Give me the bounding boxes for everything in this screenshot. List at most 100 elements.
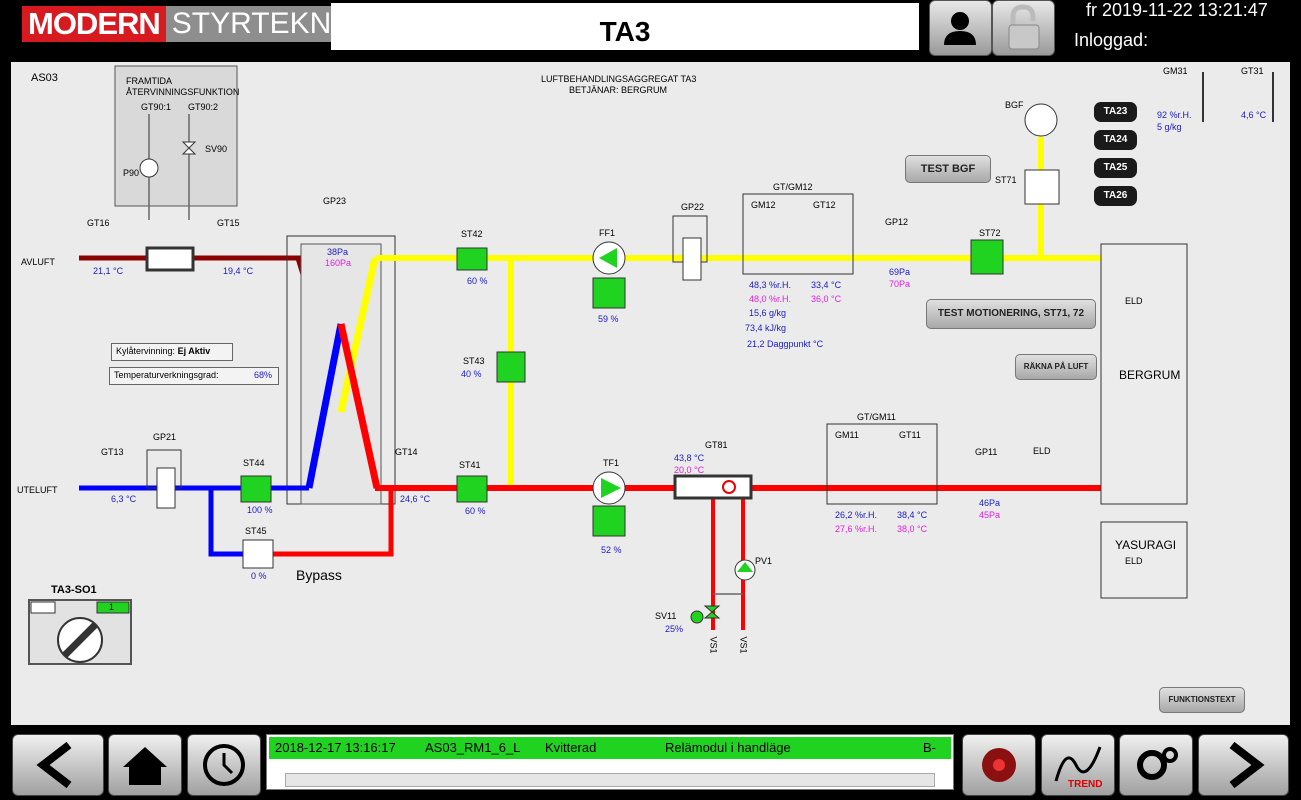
label-gt31: GT31	[1241, 66, 1264, 76]
value-gp11-2: 45Pa	[979, 510, 1001, 520]
cooling-recovery-label: Kylåtervinning:	[116, 346, 176, 356]
damper-st42	[456, 247, 488, 271]
label-st42: ST42	[461, 229, 483, 239]
damper-st41	[456, 475, 488, 503]
value-ff1: 59 %	[598, 314, 619, 324]
back-button[interactable]	[12, 734, 104, 796]
test-motion-button[interactable]: TEST MOTIONERING, ST71, 72	[926, 299, 1096, 329]
duct-schematic	[28, 65, 1274, 665]
value-gt31: 4,6 °C	[1241, 110, 1267, 120]
label-gt12: GT12	[813, 200, 836, 210]
gtgm12-frame	[742, 193, 854, 275]
return-crossing	[337, 257, 379, 413]
label-bgf: BGF	[1005, 100, 1024, 110]
outdoor-crossing	[305, 323, 345, 489]
forward-button[interactable]	[1198, 734, 1289, 796]
value-gm31-2: 5 g/kg	[1157, 122, 1182, 132]
label-gt90-1: GT90:1	[141, 102, 172, 112]
label-uteluft: UTELUFT	[17, 485, 58, 495]
value-st44: 100 %	[247, 505, 273, 515]
label-gt15: GT15	[217, 218, 240, 228]
alarm-status: Kvitterad	[545, 740, 597, 755]
gtgm11-frame	[826, 423, 938, 505]
ta24-button[interactable]: TA24	[1094, 130, 1137, 150]
alarm-panel: 2018-12-17 13:16:17 AS03_RM1_6_L Kvitter…	[266, 734, 954, 790]
company-logo: MODERN STYRTEKNIK	[22, 6, 366, 42]
label-vs1-1: VS1	[708, 636, 719, 654]
label-st41: ST41	[459, 460, 481, 470]
value-gp23-2: 160Pa	[325, 258, 352, 268]
value-gt12-1: 33,4 °C	[811, 280, 842, 290]
label-sv90: SV90	[205, 144, 228, 154]
bypass-red	[273, 488, 394, 557]
page-title: TA3	[331, 3, 919, 50]
label-bypass: Bypass	[296, 567, 342, 583]
label-gt13: GT13	[101, 447, 124, 457]
damper-st45	[242, 539, 274, 569]
unit-title: LUFTBEHANDLINGSAGGREGAT TA3	[541, 74, 697, 84]
selector-switch-so1[interactable]	[29, 600, 131, 664]
label-so1: TA3-SO1	[51, 584, 97, 596]
label-gtgm11: GT/GM11	[857, 412, 896, 422]
test-bgf-button[interactable]: TEST BGF	[905, 155, 991, 183]
alarm-code: AS03_RM1_6_L	[425, 740, 521, 755]
damper-st43	[496, 351, 526, 383]
valve-sv90	[181, 141, 197, 155]
label-st71: ST71	[995, 175, 1017, 185]
cooling-recovery-value: Ej Aktiv	[177, 346, 211, 356]
function-text-button[interactable]: FUNKTIONSTEXT	[1159, 687, 1245, 713]
label-yasuragi: YASURAGI	[1115, 538, 1177, 552]
label-vs1-2: VS1	[738, 636, 749, 654]
value-gt12-2: 36,0 °C	[811, 294, 842, 304]
chevron-left-icon	[36, 741, 72, 789]
section-id: AS03	[31, 72, 58, 84]
settings-button[interactable]	[1119, 734, 1193, 796]
trend-button[interactable]: TREND	[1041, 734, 1115, 796]
filter-gp22	[682, 237, 702, 281]
serves-label: BETJÄNAR: BERGRUM	[569, 85, 668, 95]
alarm-button[interactable]	[962, 734, 1036, 796]
calc-air-button[interactable]: RÄKNA PÅ LUFT	[1015, 354, 1097, 380]
label-gp12: GP12	[885, 217, 909, 227]
value-gt16: 21,1 °C	[93, 266, 124, 276]
label-sv11: SV11	[655, 611, 677, 621]
label-gp23: GP23	[323, 196, 347, 206]
label-eld-duct: ELD	[1033, 446, 1051, 456]
future-title-1: FRAMTIDA	[126, 76, 172, 86]
trend-icon	[1054, 746, 1102, 782]
label-gm11: GM11	[835, 430, 859, 440]
chevron-right-icon	[1229, 741, 1265, 789]
value-gm11-rh1: 26,2 %r.H.	[835, 510, 878, 520]
supply-crossing	[337, 323, 381, 489]
alarm-row[interactable]: 2018-12-17 13:16:17 AS03_RM1_6_L Kvitter…	[269, 737, 951, 759]
value-gp12-1: 69Pa	[889, 267, 911, 277]
yasuragi-room	[1100, 521, 1188, 599]
login-status: Inloggad:	[1074, 30, 1149, 50]
user-button[interactable]	[929, 0, 992, 56]
lock-button[interactable]	[992, 0, 1055, 56]
pump-p90	[139, 158, 159, 178]
valve-sv11	[703, 605, 721, 619]
future-function-box	[114, 65, 238, 207]
alarm-priority: B-	[923, 740, 936, 755]
alarm-text: Relämodul i handläge	[665, 740, 791, 755]
gear-icon	[1137, 747, 1178, 780]
bergrum-room	[1100, 243, 1188, 505]
ta23-button[interactable]: TA23	[1094, 102, 1137, 122]
damper-st71	[1024, 169, 1060, 205]
schedule-button[interactable]	[187, 734, 261, 796]
logo-modern: MODERN	[22, 6, 166, 42]
value-st42: 60 %	[467, 276, 488, 286]
label-eld-bergrum: ELD	[1125, 296, 1143, 306]
label-gt16: GT16	[87, 218, 110, 228]
ta26-button[interactable]: TA26	[1094, 186, 1137, 206]
value-st45: 0 %	[251, 571, 267, 581]
damper-st44	[240, 475, 272, 503]
user-icon	[944, 12, 976, 45]
value-sv11: 25%	[665, 624, 684, 634]
temp-efficiency-box: Temperaturverkningsgrad: 68%	[109, 367, 279, 385]
horizontal-scrollbar[interactable]	[285, 773, 935, 787]
ta25-button[interactable]: TA25	[1094, 158, 1137, 178]
home-button[interactable]	[108, 734, 182, 796]
heater-gt81	[673, 474, 753, 500]
